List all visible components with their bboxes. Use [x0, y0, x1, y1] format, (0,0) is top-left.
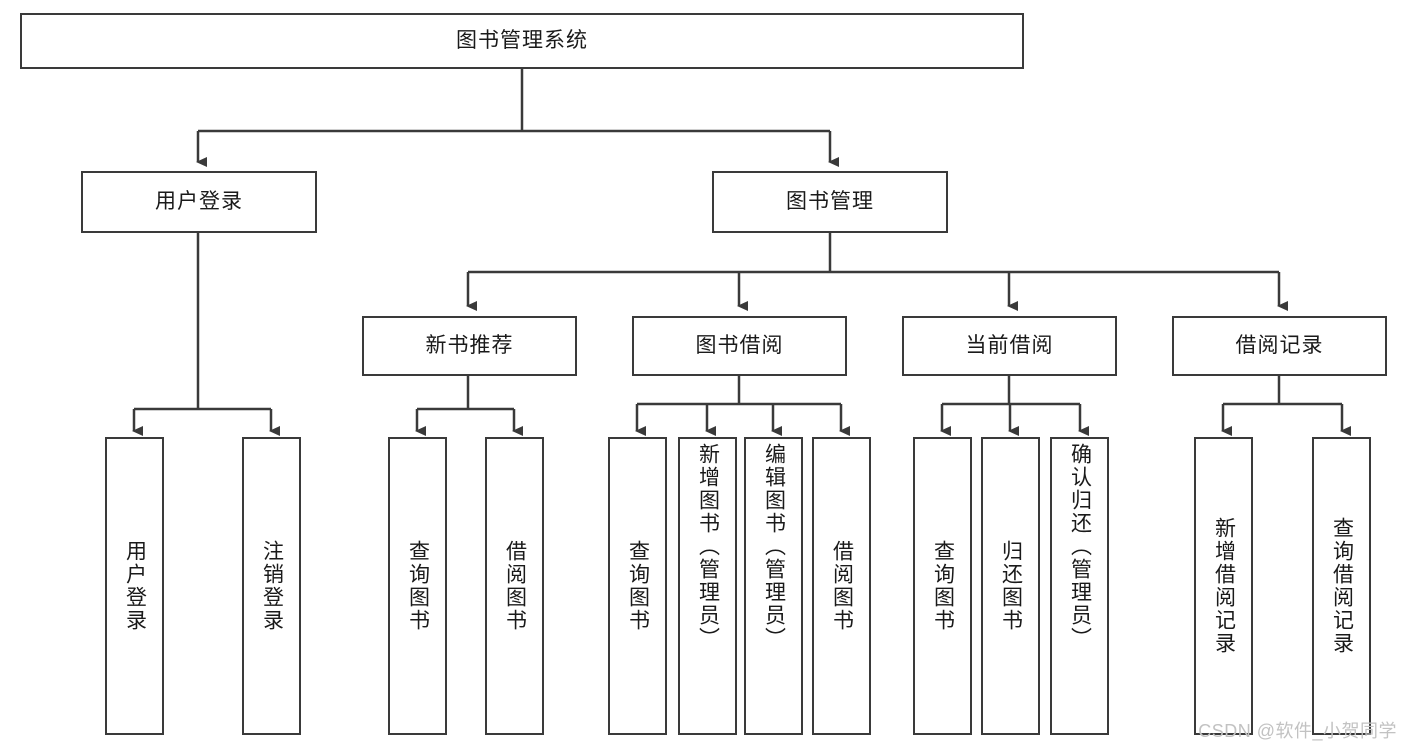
node-book-management[interactable]: 图书管理 — [712, 171, 948, 233]
node-label: 借阅图书 — [830, 540, 854, 632]
node-root[interactable]: 图书管理系统 — [20, 13, 1024, 69]
leaf-book-borrow-query[interactable]: 查询图书 — [608, 437, 667, 735]
node-label: 新增图书（管理员） — [696, 443, 720, 650]
node-label: 查询图书 — [626, 540, 650, 632]
leaf-current-borrow-return[interactable]: 归还图书 — [981, 437, 1040, 735]
node-label: 归还图书 — [999, 540, 1023, 632]
node-label: 确认归还（管理员） — [1068, 443, 1092, 650]
node-new-book-recommend[interactable]: 新书推荐 — [362, 316, 577, 376]
node-label: 查询借阅记录 — [1330, 517, 1354, 655]
node-label: 查询图书 — [406, 540, 430, 632]
leaf-new-book-borrow[interactable]: 借阅图书 — [485, 437, 544, 735]
node-label: 当前借阅 — [965, 333, 1054, 357]
node-label: 图书借阅 — [695, 333, 784, 357]
leaf-current-borrow-query[interactable]: 查询图书 — [913, 437, 972, 735]
node-borrow-record[interactable]: 借阅记录 — [1172, 316, 1387, 376]
node-label: 新书推荐 — [425, 333, 514, 357]
leaf-book-borrow-edit[interactable]: 编辑图书（管理员） — [744, 437, 803, 735]
node-label: 注销登录 — [260, 540, 284, 632]
leaf-borrow-record-query[interactable]: 查询借阅记录 — [1312, 437, 1371, 735]
node-current-borrow[interactable]: 当前借阅 — [902, 316, 1117, 376]
node-label: 图书管理系统 — [456, 28, 588, 52]
node-label: 编辑图书（管理员） — [762, 443, 786, 650]
leaf-current-borrow-confirm-return[interactable]: 确认归还（管理员） — [1050, 437, 1109, 735]
node-label: 新增借阅记录 — [1212, 517, 1236, 655]
leaf-book-borrow-add[interactable]: 新增图书（管理员） — [678, 437, 737, 735]
node-label: 查询图书 — [931, 540, 955, 632]
leaf-new-book-query[interactable]: 查询图书 — [388, 437, 447, 735]
node-label: 借阅记录 — [1235, 333, 1324, 357]
leaf-user-login-signin[interactable]: 用户登录 — [105, 437, 164, 735]
leaf-borrow-record-add[interactable]: 新增借阅记录 — [1194, 437, 1253, 735]
leaf-user-login-signout[interactable]: 注销登录 — [242, 437, 301, 735]
node-book-borrow[interactable]: 图书借阅 — [632, 316, 847, 376]
leaf-book-borrow-lend[interactable]: 借阅图书 — [812, 437, 871, 735]
node-label: 借阅图书 — [503, 540, 527, 632]
node-label: 用户登录 — [155, 189, 243, 213]
node-label: 用户登录 — [123, 540, 147, 632]
watermark: CSDN @软件_小贺同学 — [1198, 721, 1397, 741]
node-label: 图书管理 — [786, 189, 874, 213]
node-user-login[interactable]: 用户登录 — [81, 171, 317, 233]
